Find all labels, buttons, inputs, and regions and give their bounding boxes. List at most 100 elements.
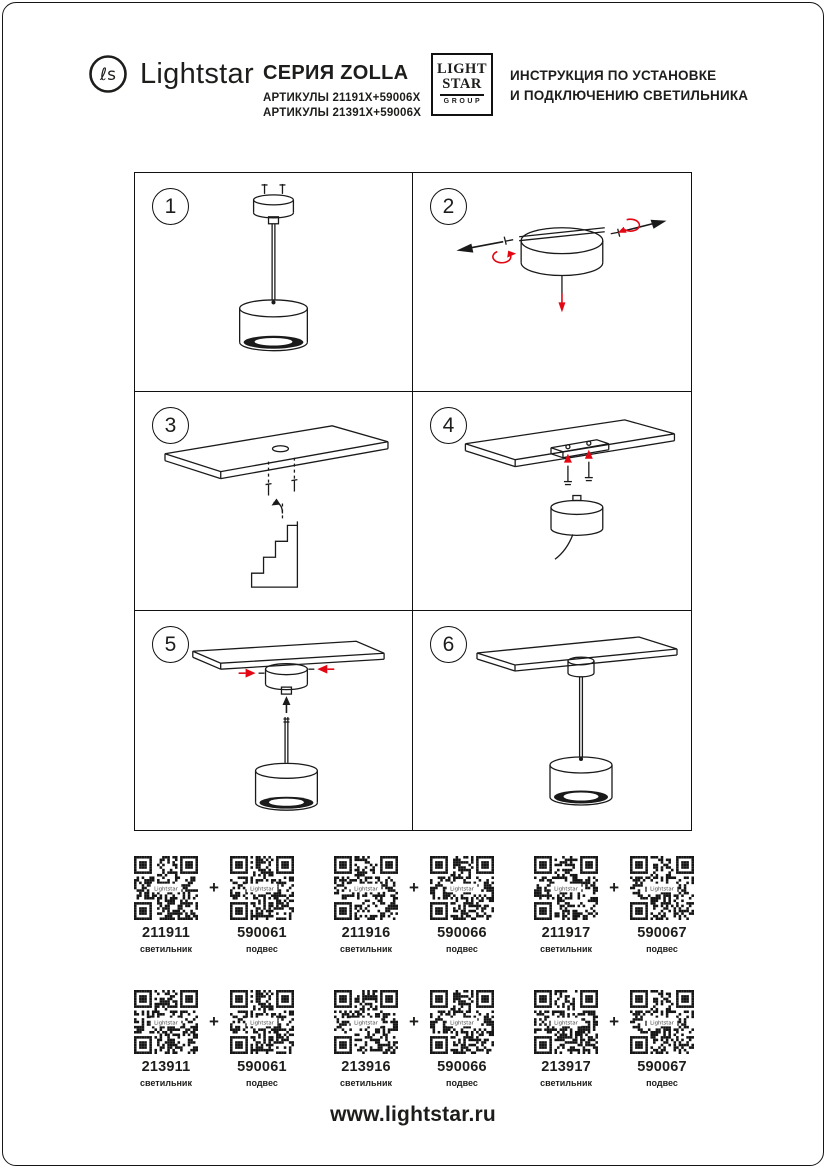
product-type: светильник: [340, 1078, 393, 1088]
svg-text:Lightstar: Lightstar: [650, 1020, 675, 1026]
product-code: 590067: [637, 1059, 687, 1075]
product-code: 590066: [437, 925, 487, 941]
qr-row-2: Lightstar 213911 светильник + Lightstar …: [128, 990, 700, 1088]
plus-sign: +: [409, 878, 419, 897]
plus-sign: +: [609, 878, 619, 897]
product-code: 213911: [141, 1059, 191, 1075]
svg-text:Lightstar: Lightstar: [650, 886, 675, 892]
qr-item: Lightstar 213911 светильник: [128, 990, 204, 1088]
step-4-diagram: [464, 419, 676, 560]
svg-text:Lightstar: Lightstar: [554, 886, 579, 892]
product-type: подвес: [446, 944, 478, 954]
step-number-label: 1: [164, 194, 177, 218]
step-cell-5: 5: [135, 611, 413, 830]
qr-item: Lightstar 590061 подвес: [224, 990, 300, 1088]
svg-text:ℓs: ℓs: [99, 65, 116, 85]
step-number-badge: 5: [152, 626, 189, 663]
qr-item: Lightstar 590066 подвес: [424, 990, 500, 1088]
product-code: 213916: [341, 1059, 391, 1075]
product-type: подвес: [646, 944, 678, 954]
series-title: СЕРИЯ ZOLLA: [263, 62, 409, 84]
plus-sign: +: [409, 1012, 419, 1031]
svg-text:Lightstar: Lightstar: [450, 886, 475, 892]
qr-code: Lightstar: [134, 990, 198, 1054]
step-number-badge: 2: [430, 188, 467, 225]
website-url: www.lightstar.ru: [330, 1103, 496, 1126]
qr-section: Lightstar 211911 светильник + Lightstar …: [128, 856, 700, 1124]
svg-text:Lightstar: Lightstar: [354, 1020, 379, 1026]
qr-item: Lightstar 590067 подвес: [624, 990, 700, 1088]
step-3-diagram: [164, 425, 389, 588]
svg-text:Lightstar: Lightstar: [250, 1020, 275, 1026]
qr-item: Lightstar 590061 подвес: [224, 856, 300, 954]
product-code: 211916: [341, 925, 391, 941]
qr-code: Lightstar: [134, 856, 198, 920]
product-type: светильник: [540, 1078, 593, 1088]
qr-code: Lightstar: [334, 990, 399, 1054]
qr-row-1: Lightstar 211911 светильник + Lightstar …: [128, 856, 700, 954]
installation-steps-grid: 1 2: [134, 172, 692, 831]
svg-text:Lightstar: Lightstar: [154, 1020, 179, 1026]
step-cell-4: 4: [413, 392, 691, 611]
product-code: 590066: [437, 1059, 487, 1075]
step-number-label: 6: [442, 632, 455, 656]
svg-text:Lightstar: Lightstar: [154, 886, 179, 892]
step-number-label: 2: [442, 194, 455, 218]
product-code: 590067: [637, 925, 687, 941]
qr-group: Lightstar 213917 светильник + Lightstar …: [528, 990, 700, 1088]
step-number-badge: 3: [152, 407, 189, 444]
qr-item: Lightstar 590067 подвес: [624, 856, 700, 954]
step-2-diagram: [456, 218, 667, 313]
svg-text:Lightstar: Lightstar: [354, 886, 379, 892]
qr-group: Lightstar 211916 светильник + Lightstar …: [328, 856, 500, 954]
product-code: 211917: [541, 925, 591, 941]
qr-code: Lightstar: [534, 856, 599, 920]
svg-text:Lightstar: Lightstar: [554, 1020, 579, 1026]
qr-group: Lightstar 213916 светильник + Lightstar …: [328, 990, 500, 1088]
product-code: 590061: [237, 1059, 287, 1075]
product-code: 211911: [142, 925, 190, 941]
product-type: подвес: [246, 944, 278, 954]
step-number-label: 4: [442, 413, 455, 437]
plus-sign: +: [609, 1012, 619, 1031]
qr-code: Lightstar: [630, 990, 694, 1054]
instruction-title: ИНСТРУКЦИЯ ПО УСТАНОВКЕ И ПОДКЛЮЧЕНИЮ СВ…: [510, 66, 748, 105]
lightstar-logo-icon: ℓs: [89, 55, 127, 93]
articles-line-2: АРТИКУЛЫ 21391X+59006X: [263, 107, 422, 119]
qr-code: Lightstar: [334, 856, 399, 920]
qr-item: Lightstar 213916 светильник: [328, 990, 404, 1088]
step-cell-3: 3: [135, 392, 413, 611]
svg-text:Lightstar: Lightstar: [250, 886, 275, 892]
product-type: светильник: [140, 1078, 192, 1088]
instruction-title-line-1: ИНСТРУКЦИЯ ПО УСТАНОВКЕ: [510, 68, 717, 83]
qr-item: Lightstar 211916 светильник: [328, 856, 404, 954]
step-number-label: 5: [164, 632, 177, 656]
qr-group: Lightstar 213911 светильник + Lightstar …: [128, 990, 300, 1088]
qr-item: Lightstar 211917 светильник: [528, 856, 604, 954]
product-type: светильник: [340, 944, 393, 954]
product-type: подвес: [246, 1078, 278, 1088]
qr-code: Lightstar: [630, 856, 694, 920]
qr-group: Lightstar 211911 светильник + Lightstar …: [128, 856, 300, 954]
qr-item: Lightstar 213917 светильник: [528, 990, 604, 1088]
articles-line-1: АРТИКУЛЫ 21191X+59006X: [263, 92, 421, 104]
plus-sign: +: [209, 1012, 219, 1031]
group-logo-group: GROUP: [443, 97, 483, 105]
product-type: светильник: [140, 944, 192, 954]
instruction-title-line-2: И ПОДКЛЮЧЕНИЮ СВЕТИЛЬНИКА: [510, 87, 749, 103]
brand-name: Lightstar: [140, 58, 254, 90]
qr-group: Lightstar 211917 светильник + Lightstar …: [528, 856, 700, 954]
group-logo-light: LIGHT: [436, 61, 488, 77]
qr-item: Lightstar 590066 подвес: [424, 856, 500, 954]
step-cell-2: 2: [413, 173, 691, 392]
product-type: подвес: [446, 1078, 478, 1088]
plus-sign: +: [209, 878, 219, 897]
product-type: светильник: [540, 944, 593, 954]
lightstar-group-logo: LIGHT STAR GROUP: [431, 53, 493, 116]
articles-block: АРТИКУЛЫ 21191X+59006X АРТИКУЛЫ 21391X+5…: [263, 91, 421, 121]
qr-code: Lightstar: [429, 856, 494, 920]
step-number-badge: 6: [430, 626, 467, 663]
qr-code: Lightstar: [429, 990, 494, 1054]
qr-code: Lightstar: [534, 990, 599, 1054]
